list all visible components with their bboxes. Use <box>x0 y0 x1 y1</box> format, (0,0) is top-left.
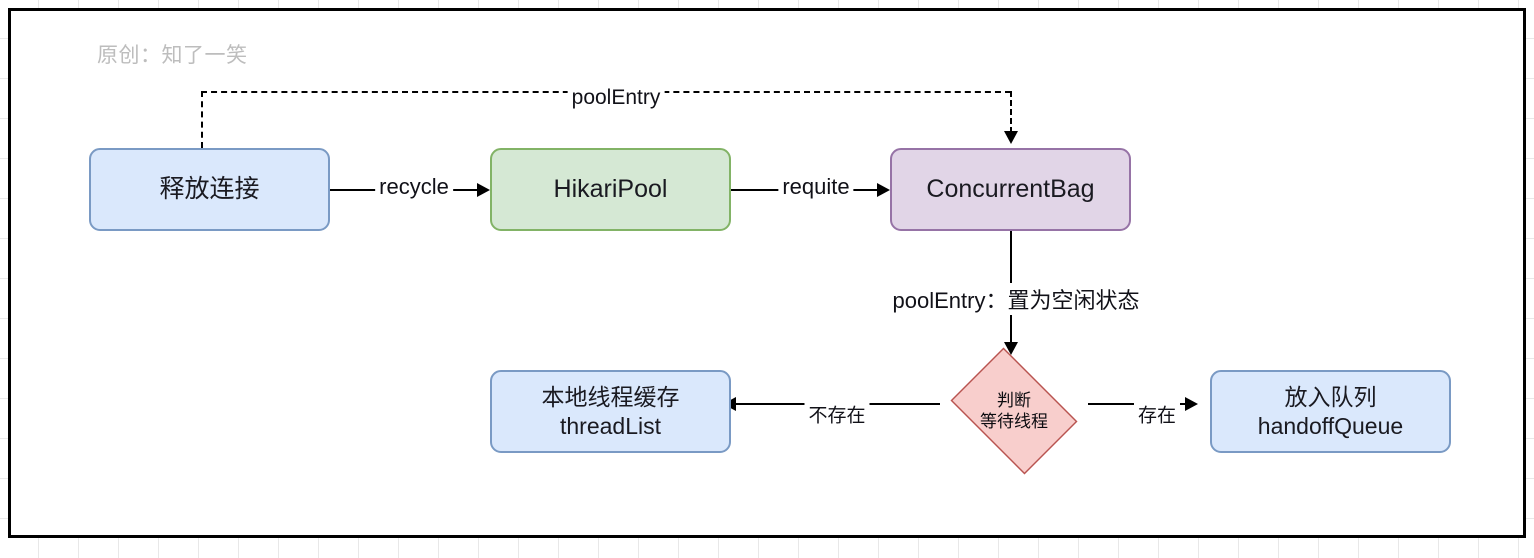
edge-label-exist: 存在 <box>1133 400 1181 428</box>
edge-label-poolentry-return: poolEntry <box>567 86 665 110</box>
requite-arrowhead <box>877 183 890 197</box>
node-threadlist-label-line1: 本地线程缓存 <box>541 383 680 410</box>
edge-label-poolentry-idle: poolEntry：置为空闲状态 <box>888 283 1144 315</box>
node-hikaripool[interactable]: HikariPool <box>490 148 731 231</box>
poolentry-return-segment-right-vertical <box>1010 91 1012 133</box>
decision-label-line1: 判断 <box>997 390 1031 410</box>
node-release-connection[interactable]: 释放连接 <box>89 148 330 231</box>
node-handoffqueue-label-line1: 放入队列 <box>1284 383 1377 410</box>
diagram-canvas: 原创：知了一笑 poolEntry recycle requite poolEn… <box>8 8 1526 538</box>
edge-label-requite: requite <box>778 174 854 200</box>
node-hikaripool-label: HikariPool <box>553 174 668 203</box>
poolentry-return-segment-left-vertical <box>201 91 203 148</box>
node-handoffqueue-label-line2: handoffQueue <box>1257 412 1404 439</box>
node-threadlist-label-line2: threadList <box>559 412 661 439</box>
decision-label-line2: 等待线程 <box>980 412 1048 431</box>
node-threadlist[interactable]: 本地线程缓存 threadList <box>490 370 731 453</box>
node-decision-waiting-thread[interactable]: 判断 等待线程 <box>940 347 1088 475</box>
node-concurrentbag-label: ConcurrentBag <box>926 174 1095 203</box>
node-concurrentbag[interactable]: ConcurrentBag <box>890 148 1131 231</box>
edge-label-not-exist: 不存在 <box>804 400 870 428</box>
poolentry-return-arrowhead <box>1004 131 1018 144</box>
exist-arrowhead <box>1185 397 1198 411</box>
edge-label-recycle: recycle <box>375 174 453 200</box>
watermark-text: 原创：知了一笑 <box>97 44 248 67</box>
node-release-connection-label: 释放连接 <box>159 174 260 203</box>
recycle-arrowhead <box>477 183 490 197</box>
node-handoffqueue[interactable]: 放入队列 handoffQueue <box>1210 370 1451 453</box>
decision-label: 判断 等待线程 <box>940 358 1088 464</box>
